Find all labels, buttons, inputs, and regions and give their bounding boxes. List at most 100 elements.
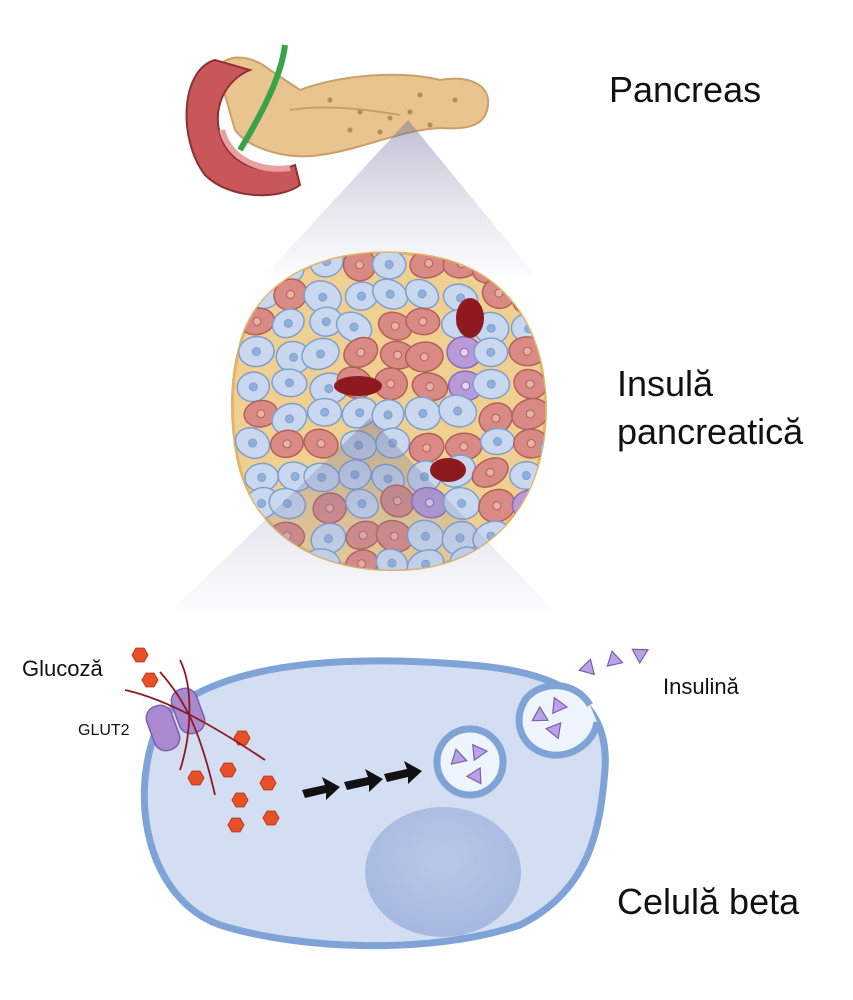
insulin-molecule <box>465 766 482 785</box>
glucose-molecule <box>227 817 245 833</box>
cell-nucleus <box>555 287 563 295</box>
cell-nucleus <box>527 528 537 538</box>
insulin-molecule <box>606 650 624 667</box>
cell-nucleus <box>521 471 531 481</box>
cell-nucleus <box>417 289 427 299</box>
cell-nucleus <box>252 260 262 270</box>
tissue-dot <box>417 92 423 98</box>
cell-nucleus <box>286 290 296 300</box>
pancreas-illustration <box>185 44 490 197</box>
cell-nucleus <box>289 352 299 362</box>
tissue-dot <box>407 109 413 115</box>
cell-nucleus <box>493 437 503 447</box>
cell-nucleus <box>321 317 331 327</box>
cell-nucleus <box>555 471 563 479</box>
insulin-vesicle <box>433 725 507 799</box>
cell-nucleus <box>486 347 496 357</box>
glucose-molecule <box>262 810 280 826</box>
cell-nucleus <box>356 291 366 301</box>
cell-nucleus <box>257 289 267 299</box>
cell-nucleus <box>457 498 467 508</box>
label-glucose: Glucoză <box>22 656 103 681</box>
cell-nucleus <box>393 350 403 360</box>
cell-nucleus <box>526 293 536 303</box>
cell-nucleus <box>284 378 294 388</box>
cell-nucleus <box>290 472 300 482</box>
cell-nucleus <box>356 347 366 357</box>
tissue-dot <box>452 97 458 103</box>
cell-nucleus <box>283 318 293 328</box>
cell-nucleus <box>526 439 536 449</box>
cell-nucleus <box>559 258 567 266</box>
glucose-molecule <box>187 770 205 786</box>
cell-nucleus <box>459 347 469 357</box>
cell-nucleus <box>525 409 535 419</box>
cell-nucleus <box>418 317 428 327</box>
cell-nucleus <box>252 316 262 326</box>
insulin-molecule <box>450 748 468 765</box>
blood-vessel <box>430 458 466 482</box>
insulin-molecule <box>578 658 596 676</box>
cell-nucleus <box>248 382 258 392</box>
cell-nucleus <box>390 321 400 331</box>
beta-cell-small <box>539 274 546 308</box>
beta-cell <box>124 647 649 950</box>
label-pancreas: Pancreas <box>609 69 762 110</box>
cell-nucleus <box>456 293 466 303</box>
cell-nucleus <box>556 498 564 506</box>
cell-nucleus <box>425 382 435 392</box>
cell-nucleus <box>562 528 570 536</box>
cell-nucleus <box>562 384 570 392</box>
label-beta-cell: Celulă beta <box>617 881 800 922</box>
cell-nucleus <box>486 379 496 389</box>
alpha-cell <box>544 512 589 553</box>
cell-nucleus <box>524 559 534 569</box>
blood-vessel <box>456 298 484 338</box>
cell-nucleus <box>561 413 569 421</box>
cell-nucleus <box>318 292 328 302</box>
label-glut2: GLUT2 <box>78 722 130 739</box>
cell-nucleus <box>492 501 502 511</box>
insulin-molecule <box>472 743 489 762</box>
alpha-cell <box>540 550 546 570</box>
cell-nucleus <box>453 406 463 416</box>
cell-nucleus <box>248 438 258 448</box>
label-islet-line1: Insulă <box>617 363 714 404</box>
cell-nucleus <box>418 408 428 418</box>
cell-nucleus <box>522 346 532 356</box>
glucose-molecule <box>141 672 159 688</box>
cell-nucleus <box>384 260 394 270</box>
tissue-dot <box>427 122 433 128</box>
cell-nucleus <box>563 348 571 356</box>
insulin-molecule <box>631 648 649 665</box>
alpha-cell <box>544 252 546 278</box>
insulin-molecule <box>544 722 562 740</box>
signaling-arrows <box>302 761 422 800</box>
tissue-dot <box>357 109 363 115</box>
cell-nucleus <box>554 443 562 451</box>
cell-nucleus <box>486 323 496 333</box>
cell-nucleus <box>316 349 326 359</box>
cell-nucleus <box>562 324 570 332</box>
glucose-molecule <box>131 647 149 663</box>
cell-nucleus <box>256 498 266 508</box>
cell-nucleus <box>459 442 469 452</box>
alpha-cell <box>546 400 584 432</box>
label-islet-line2: pancreatică <box>617 411 804 452</box>
cell-nucleus <box>316 439 326 449</box>
cell-nucleus <box>461 381 471 391</box>
magnification-cone-2 <box>170 418 555 612</box>
cell-nucleus <box>424 258 434 268</box>
blood-vessel <box>334 376 382 396</box>
cell-nucleus <box>524 500 534 510</box>
cell-nucleus <box>525 379 535 389</box>
secretory-vesicle <box>515 682 601 759</box>
alpha-cell <box>543 487 546 517</box>
cell-nucleus <box>355 408 365 418</box>
glucose-molecule <box>231 792 249 808</box>
cell-nucleus <box>491 413 501 423</box>
cell-nucleus <box>355 260 365 270</box>
cell-nucleus <box>494 288 504 298</box>
cell-nucleus <box>256 409 266 419</box>
